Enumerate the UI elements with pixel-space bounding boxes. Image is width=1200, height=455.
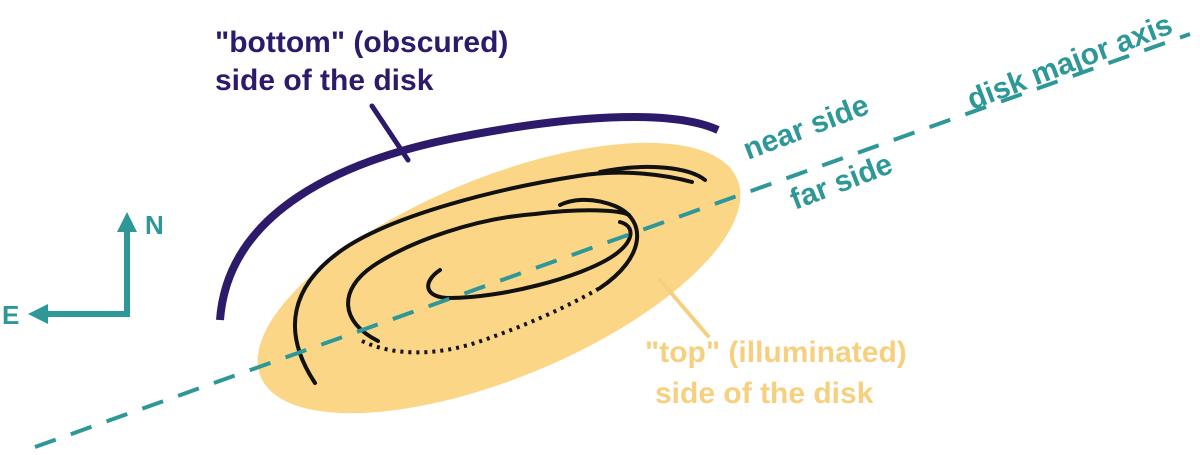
bottom-side-label-line1: "bottom" (obscured) (215, 26, 508, 59)
north-arrowhead-icon (117, 212, 137, 232)
spiral-arm-core (426, 220, 633, 301)
compass-east-label: E (2, 300, 19, 330)
disk-major-axis-line (34, 32, 1191, 449)
top-label-leader (658, 278, 710, 338)
spiral-arm-middle (346, 208, 631, 343)
spiral-arm-outer (293, 170, 694, 385)
disk-major-axis-label: disk major axis (963, 8, 1177, 117)
compass: N E (2, 210, 164, 330)
top-side-label-line1: "top" (illuminated) (645, 336, 907, 369)
east-arrowhead-icon (28, 304, 48, 324)
bottom-side-arc (216, 112, 720, 321)
near-side-label: near side (739, 89, 874, 167)
top-side-label-line2: side of the disk (655, 377, 874, 410)
bottom-label-leader (369, 103, 411, 163)
compass-north-label: N (145, 210, 164, 240)
spiral-arm-inner-dotted (361, 286, 601, 355)
spiral-arm-inner (558, 197, 640, 290)
bottom-side-label-line2: side of the disk (215, 64, 434, 97)
spiral-arm-upper (598, 164, 707, 182)
